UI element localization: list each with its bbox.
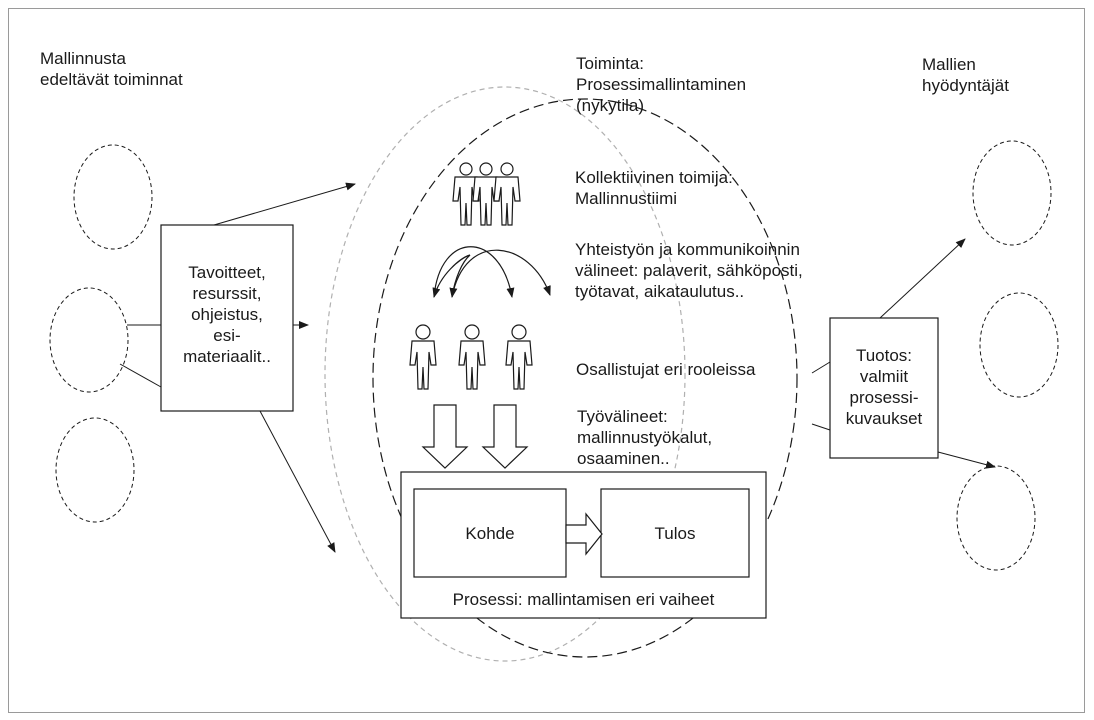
connector-left-low	[119, 363, 162, 388]
goals-line: resurssit,	[192, 284, 262, 303]
left-header-line: edeltävät toiminnat	[40, 70, 183, 89]
predecessor-circle-1	[73, 144, 153, 250]
communication-arcs-icon	[432, 246, 551, 298]
right-header-line: hyödyntäjät	[922, 76, 1009, 95]
block-arrow-right	[565, 512, 603, 556]
arrow-output-up	[879, 238, 966, 319]
goals-box-text: Tavoitteet, resurssit, ohjeistus, esi- m…	[161, 262, 293, 367]
goals-line: esi-	[213, 326, 241, 345]
predecessor-circle-2	[49, 287, 129, 393]
activity-title-line: Prosessimallintaminen	[576, 75, 747, 94]
arrow-output-down	[937, 451, 996, 469]
goals-box	[160, 224, 294, 412]
participants-label: Osallistujat eri rooleissa	[576, 360, 756, 379]
arrow-goals-low	[259, 410, 336, 553]
goals-line: ohjeistus,	[191, 305, 263, 324]
left-header: Mallinnusta edeltävät toiminnat	[40, 48, 183, 90]
connector-right-lower	[811, 423, 831, 431]
activity-title-line: Toiminta:	[576, 54, 645, 73]
work-tools-line: Työvälineet:	[577, 407, 668, 426]
object-box	[413, 488, 567, 578]
faint-activity-ellipse	[324, 86, 686, 662]
activity-title-line: (nykytila)	[576, 96, 645, 115]
output-line: prosessi-	[849, 388, 919, 407]
output-line: kuvaukset	[845, 409, 923, 428]
object-label: Kohde	[465, 524, 515, 543]
output-line: Tuotos:	[855, 346, 913, 365]
block-arrow-down-2	[481, 404, 529, 469]
communication-tools-line: työtavat, aikataulutus..	[575, 282, 745, 301]
activity-title: Toiminta: Prosessimallintaminen (nykytil…	[576, 53, 746, 116]
team-icon	[452, 162, 521, 226]
work-tools-line: osaaminen..	[577, 449, 670, 468]
block-arrow-down-1	[421, 404, 469, 469]
arrow-goals-top	[213, 182, 356, 226]
utilizer-circle-3	[956, 465, 1036, 571]
goals-line: materiaalit..	[183, 347, 271, 366]
right-header-line: Mallien	[922, 55, 976, 74]
collective-actor-line: Mallinnustiimi	[575, 189, 678, 208]
predecessor-circle-3	[55, 417, 135, 523]
connector-right-upper	[811, 361, 831, 374]
right-header: Mallien hyödyntäjät	[922, 54, 1009, 96]
utilizer-circle-2	[979, 292, 1059, 398]
output-box	[829, 317, 939, 459]
result-label: Tulos	[654, 524, 696, 543]
goals-line: Tavoitteet,	[188, 263, 266, 282]
diagram-frame	[8, 8, 1085, 713]
activity-system-ellipse	[372, 98, 798, 658]
participants-icon	[409, 324, 533, 390]
left-header-line: Mallinnusta	[40, 49, 126, 68]
work-tools-label: Työvälineet: mallinnustyökalut, osaamine…	[577, 406, 712, 469]
communication-tools-line: Yhteistyön ja kommunikoinnin	[575, 240, 800, 259]
utilizer-circle-1	[972, 140, 1052, 246]
output-box-text: Tuotos: valmiit prosessi- kuvaukset	[830, 345, 938, 429]
result-box	[600, 488, 750, 578]
communication-tools-label: Yhteistyön ja kommunikoinnin välineet: p…	[575, 239, 803, 302]
collective-actor-line: Kollektiivinen toimija:	[575, 168, 733, 187]
output-line: valmiit	[859, 367, 909, 386]
work-tools-line: mallinnustyökalut,	[577, 428, 713, 447]
communication-tools-line: välineet: palaverit, sähköposti,	[575, 261, 803, 280]
process-label: Prosessi: mallintamisen eri vaiheet	[452, 590, 715, 609]
collective-actor-label: Kollektiivinen toimija: Mallinnustiimi	[575, 167, 733, 209]
